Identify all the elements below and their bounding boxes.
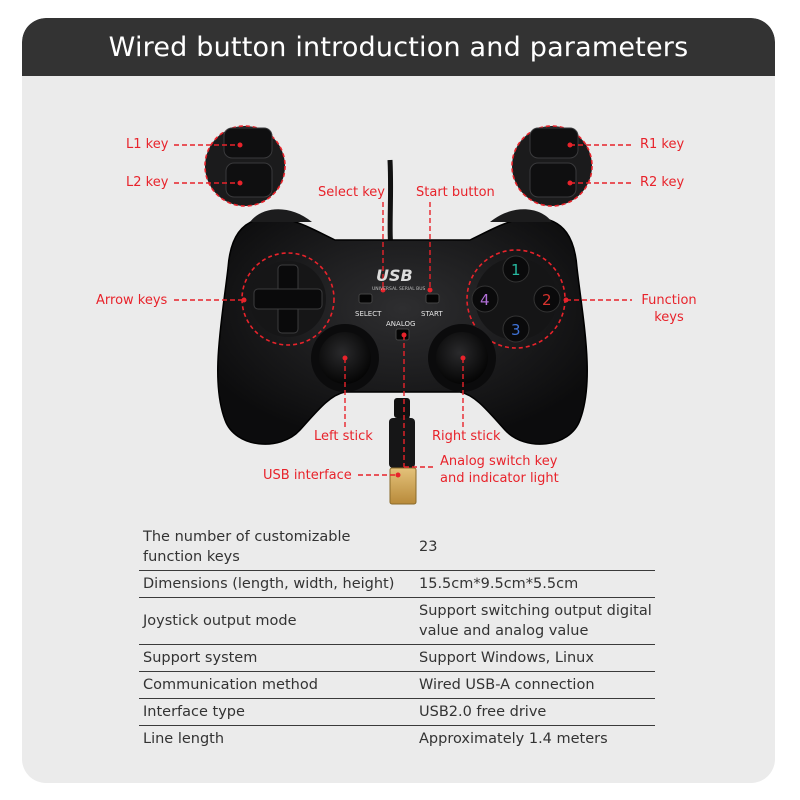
spec-key: Line length [143,731,225,747]
label-l1: L1 key [126,137,169,152]
spec-value: Support switching output digital value a… [419,603,652,639]
button-3-print: 3 [511,321,521,339]
spec-row: Communication method Wired USB-A connecti… [139,672,655,699]
spec-key: Dimensions (length, width, height) [143,576,395,592]
button-1-print: 1 [511,261,521,279]
spec-value: Wired USB-A connection [419,677,595,693]
label-analog: Analog switch key and indicator light [440,454,559,486]
spec-row: Line length Approximately 1.4 meters [139,726,655,753]
spec-row: The number of customizable function keys… [139,524,655,571]
spec-value: Approximately 1.4 meters [419,731,608,747]
right-shoulder-inset [511,125,593,207]
spec-value: Support Windows, Linux [419,650,594,666]
usb-logo: USB [376,266,413,285]
spec-key: Interface type [143,704,245,720]
spec-table: The number of customizable function keys… [139,524,655,752]
spec-key: Joystick output mode [143,613,297,629]
spec-value: USB2.0 free drive [419,704,547,720]
usb-logo-sub: UNIVERSAL SERIAL BUS [372,286,426,292]
start-button [425,293,440,304]
spec-row: Interface type USB2.0 free drive [139,699,655,726]
spec-row: Support system Support Windows, Linux [139,645,655,672]
start-print: START [421,310,443,318]
spec-key: The number of customizable function keys [143,529,351,565]
analog-print: ANALOG [386,320,415,328]
label-r2: R2 key [640,175,685,190]
label-arrow: Arrow keys [96,293,168,308]
label-usb: USB interface [263,468,352,483]
spec-row: Joystick output mode Support switching ou… [139,598,655,645]
spec-value: 23 [419,539,438,555]
label-start: Start button [416,185,495,200]
usb-plug [389,398,417,505]
product-card: Wired button introduction and parameters [22,18,775,783]
left-shoulder-inset [204,125,286,207]
spec-key: Communication method [143,677,318,693]
spec-key: Support system [143,650,258,666]
spec-table-body: The number of customizable function keys… [139,524,655,752]
spec-row: Dimensions (length, width, height) 15.5cm… [139,571,655,598]
label-l2: L2 key [126,175,169,190]
label-left-stick: Left stick [314,429,373,444]
spec-value: 15.5cm*9.5cm*5.5cm [419,576,579,592]
button-4-print: 4 [480,291,490,309]
label-right-stick: Right stick [432,429,501,444]
label-select: Select key [318,185,385,200]
dpad [241,252,335,346]
label-r1: R1 key [640,137,685,152]
label-function: Function keys [641,293,697,325]
select-button [358,293,373,304]
header-bar: Wired button introduction and parameters [22,18,775,76]
button-2-print: 2 [542,291,552,309]
select-print: SELECT [355,310,382,318]
page-title: Wired button introduction and parameters [108,31,689,63]
